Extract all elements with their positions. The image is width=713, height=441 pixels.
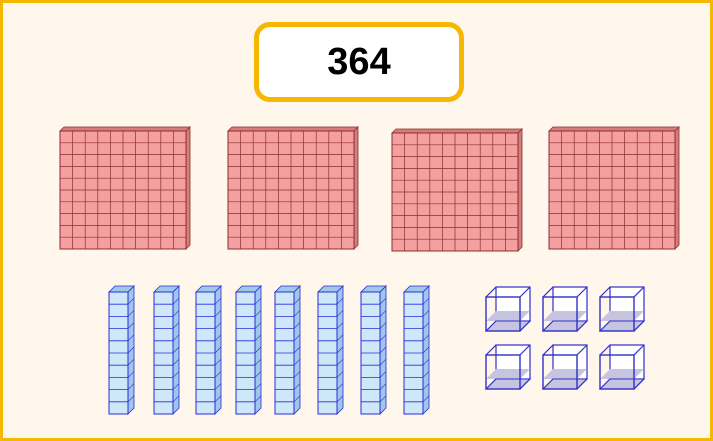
one-cube	[486, 287, 530, 331]
number-display: 364	[254, 22, 464, 102]
one-cube	[543, 345, 587, 389]
ten-rod	[275, 286, 300, 414]
one-cube	[543, 287, 587, 331]
ten-rod	[318, 286, 343, 414]
hundred-flat	[392, 129, 522, 251]
hundred-flat	[549, 127, 679, 249]
ten-rod	[236, 286, 261, 414]
ten-rod	[404, 286, 429, 414]
ten-rod	[196, 286, 221, 414]
hundred-flat	[228, 127, 358, 249]
one-cube	[600, 345, 644, 389]
ten-rod	[154, 286, 179, 414]
ten-rod	[361, 286, 386, 414]
number-value: 364	[327, 41, 390, 84]
one-cube	[486, 345, 530, 389]
ten-rod	[109, 286, 134, 414]
hundred-flat	[60, 127, 190, 249]
one-cube	[600, 287, 644, 331]
